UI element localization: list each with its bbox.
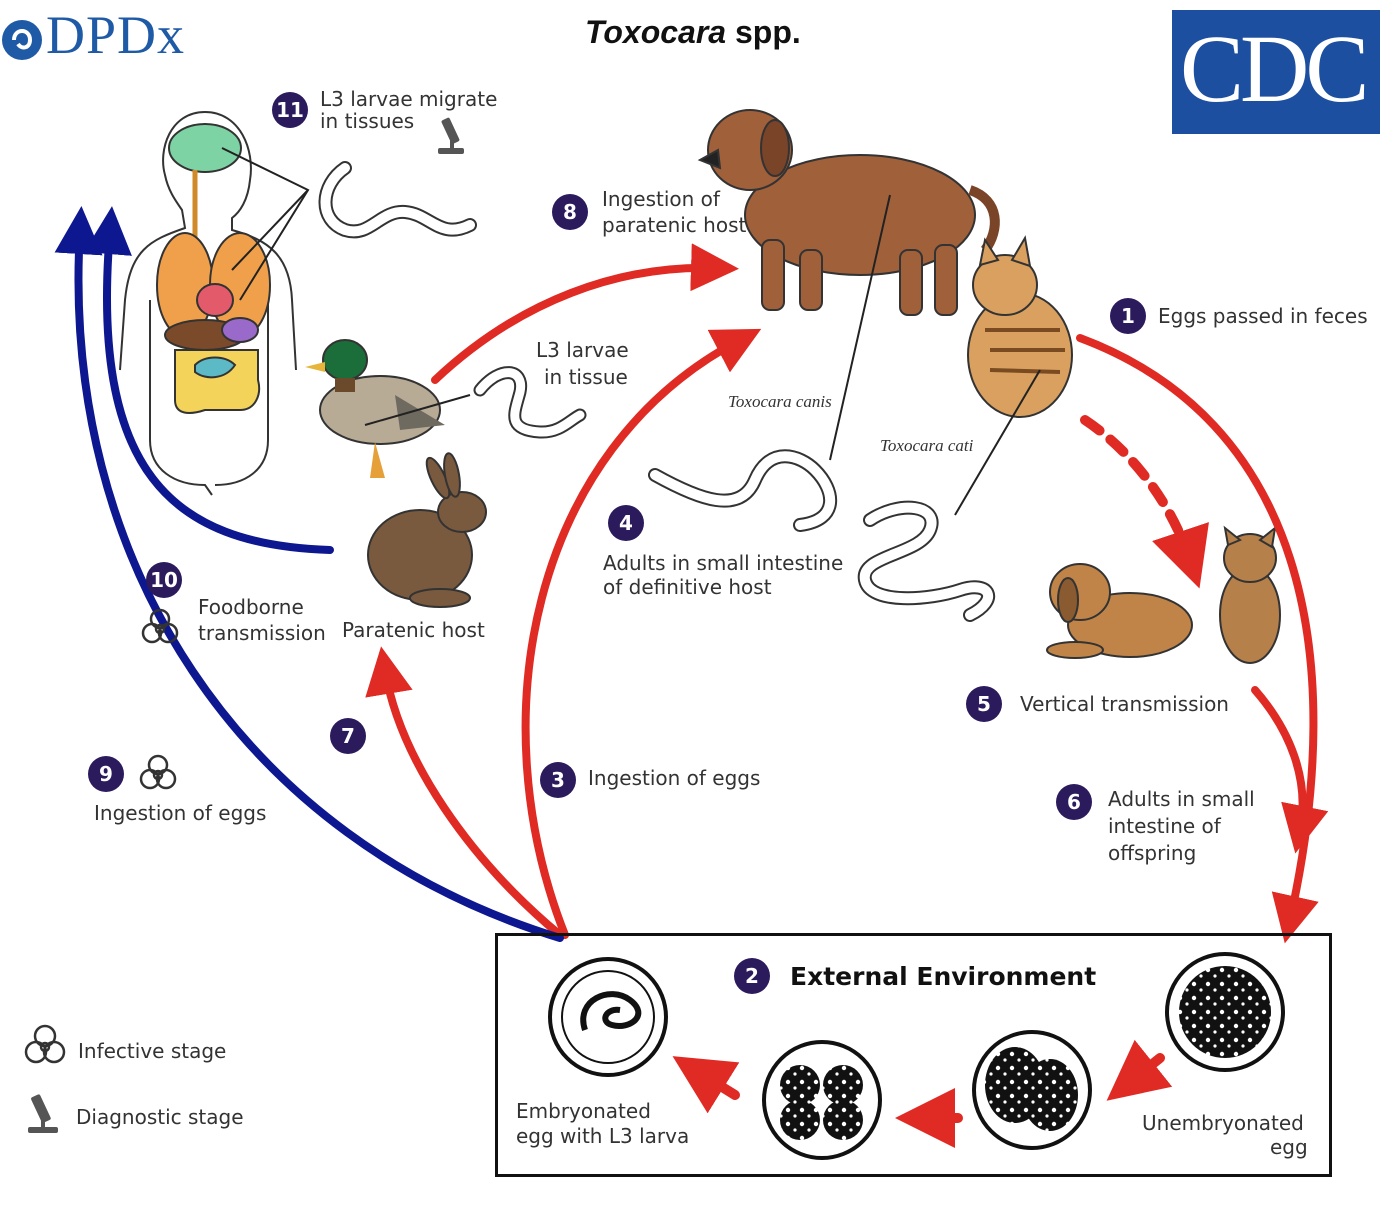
developing-egg-2 — [762, 1040, 882, 1160]
step-10-label-line2: transmission — [198, 621, 326, 645]
step-4-label-line1: Adults in small intestine — [603, 551, 844, 575]
step-4-label-line2: of definitive host — [603, 575, 772, 599]
unembryonated-egg — [1165, 952, 1285, 1072]
step-6-badge: 6 — [1056, 784, 1092, 820]
l3-larvae-tissue-label-line2: in tissue — [544, 365, 628, 389]
unembryonated-egg-label-line2: egg — [1270, 1135, 1308, 1159]
step-10-badge: 10 — [146, 562, 182, 598]
l3-larva-tissue-drawing — [318, 161, 477, 239]
step-10-label-line1: Foodborne — [198, 595, 304, 619]
rabbit — [367, 452, 487, 608]
step-1-label: Eggs passed in feces — [1158, 304, 1368, 328]
step-9-badge: 9 — [88, 756, 124, 792]
arrow-ingestion-paratenic — [365, 646, 564, 939]
unembryonated-egg-label-line1: Unembryonated — [1142, 1111, 1304, 1135]
step-6-label-line3: offspring — [1108, 841, 1197, 865]
step-6-label-line1: Adults in small — [1108, 787, 1255, 811]
external-environment-box — [495, 933, 1332, 1177]
step-7-badge: 7 — [330, 718, 366, 754]
dpdx-logo-mark — [2, 20, 42, 60]
step-8-label-line1: Ingestion of — [602, 187, 720, 211]
stomach — [221, 317, 259, 343]
heart — [196, 283, 234, 317]
biohazard-icon — [24, 1024, 66, 1064]
paratenic-host-label: Paratenic host — [342, 618, 485, 642]
embryonated-egg — [548, 957, 668, 1077]
arrow-ingestion-paratenic-host — [431, 243, 739, 384]
title-suffix: spp. — [726, 14, 801, 50]
biohazard-icon — [141, 608, 179, 644]
diagram-title: Toxocara spp. — [585, 14, 801, 51]
step-9-label: Ingestion of eggs — [94, 801, 267, 825]
external-environment-title: External Environment — [790, 962, 1097, 991]
step-11-label-line2: in tissues — [320, 109, 415, 133]
developing-egg-1 — [972, 1030, 1092, 1150]
step-11-badge: 11 — [272, 92, 308, 128]
cdc-logo-text: CDC — [1180, 15, 1369, 122]
arrow-offspring — [1251, 686, 1329, 854]
toxocara-cati-label: Toxocara cati — [880, 436, 974, 455]
brain — [168, 123, 242, 173]
step-11-label-line1: L3 larvae migrate — [320, 87, 498, 111]
step-8-label-line2: paratenic host — [602, 213, 747, 237]
adult-cat — [967, 235, 1073, 418]
embryonated-egg-label-line1: Embryonated — [516, 1099, 651, 1123]
arrow-foodborne — [84, 206, 334, 554]
adult-dog — [697, 109, 1000, 316]
title-genus: Toxocara — [585, 14, 727, 50]
dpdx-logo: DPDx — [46, 5, 186, 65]
arrow-env-3 — [672, 1056, 740, 1114]
cdc-logo: CDC — [1172, 10, 1380, 134]
embryonated-egg-label-line2: egg with L3 larva — [516, 1124, 690, 1148]
microscope-icon — [438, 117, 464, 154]
step-8-badge: 8 — [552, 194, 588, 230]
microscope-icon — [28, 1094, 58, 1133]
arrow-env-1 — [1106, 1039, 1173, 1101]
puppy — [1046, 563, 1193, 659]
toxocara-canis-label: Toxocara canis — [728, 392, 832, 411]
arrow-human-ingestion-eggs — [54, 206, 564, 942]
human-figure — [119, 111, 297, 496]
arrow-ingestion-eggs-definitive — [521, 328, 762, 939]
step-3-badge: 3 — [540, 762, 576, 798]
l3-larvae-tissue-label-line1: L3 larvae — [536, 338, 629, 362]
step-1-badge: 1 — [1110, 298, 1146, 334]
step-5-badge: 5 — [966, 686, 1002, 722]
biohazard-icon — [139, 754, 177, 790]
toxocara-cati-worm — [857, 500, 995, 622]
legend-infective-stage: Infective stage — [78, 1039, 227, 1063]
kitten — [1219, 525, 1281, 664]
step-4-badge: 4 — [608, 505, 644, 541]
duck — [305, 339, 445, 478]
step-2-badge: 2 — [734, 958, 770, 994]
step-3-label: Ingestion of eggs — [588, 766, 761, 790]
arrow-vertical-transmission — [1080, 415, 1209, 589]
legend-diagnostic-stage: Diagnostic stage — [76, 1105, 244, 1129]
toxocara-canis-worm — [648, 449, 837, 532]
step-5-label: Vertical transmission — [1020, 692, 1229, 716]
step-6-label-line2: intestine of — [1108, 814, 1221, 838]
